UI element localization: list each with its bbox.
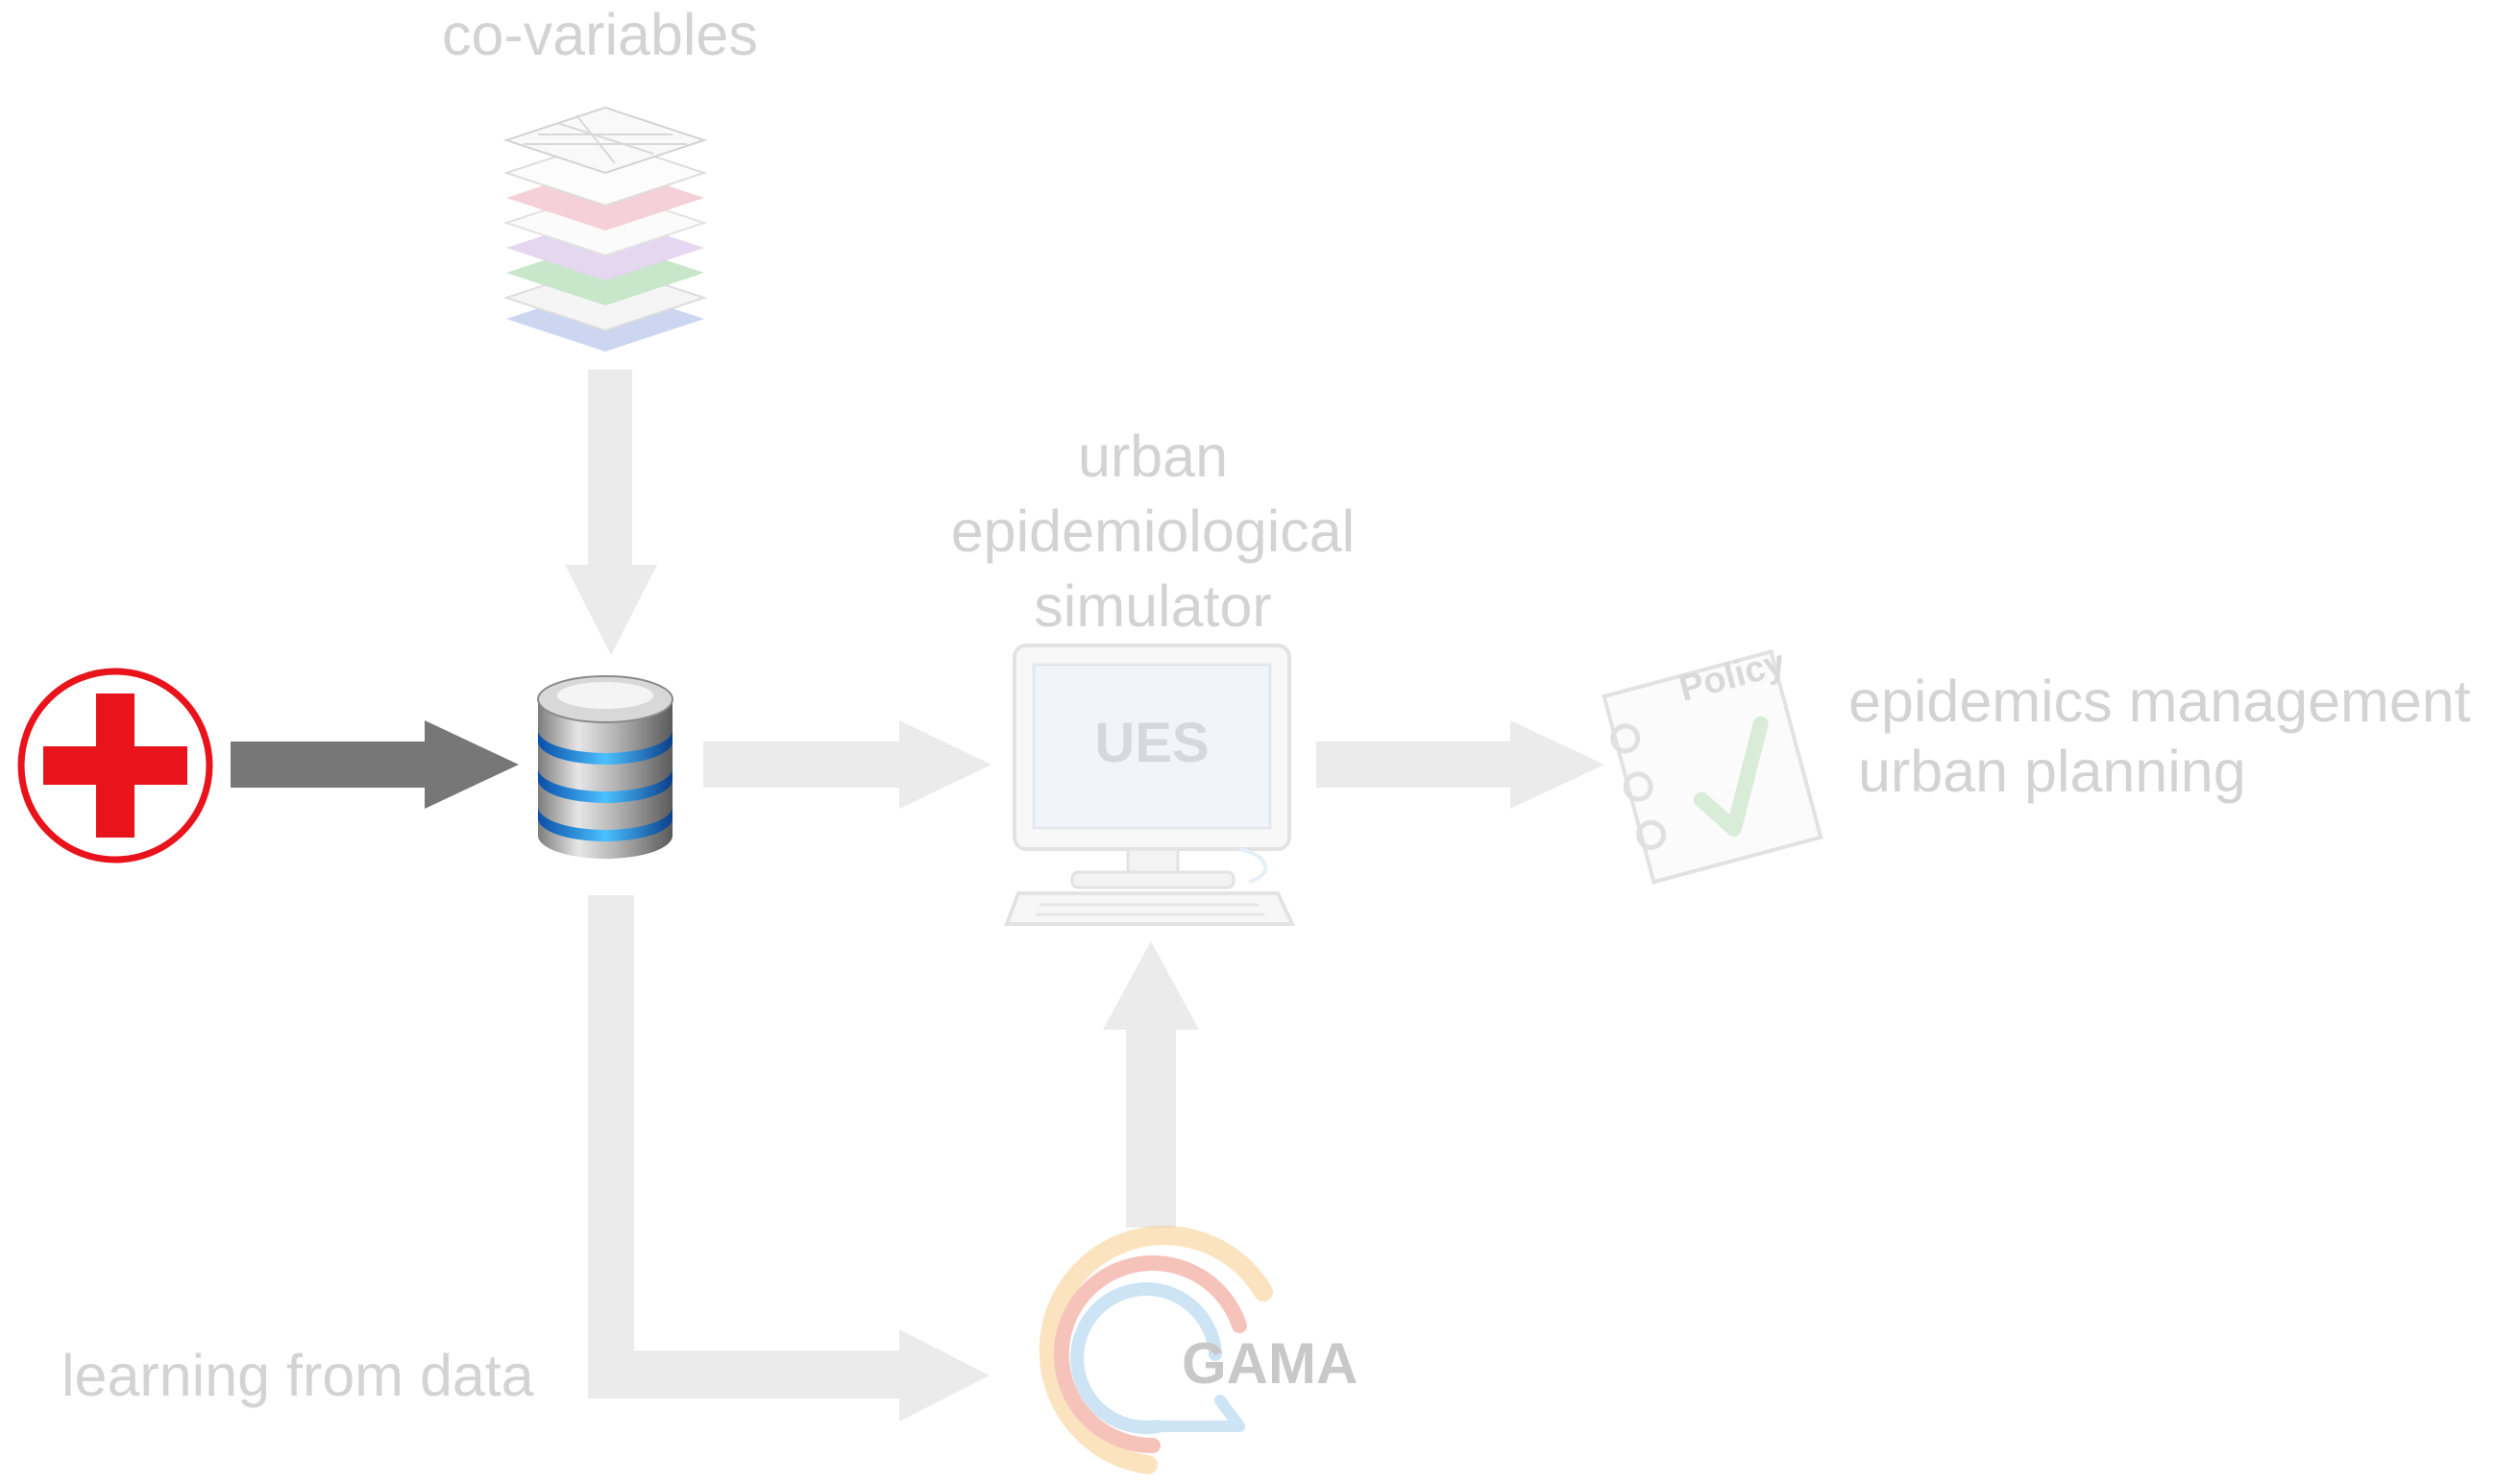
outcome-label-line-2: urban planning: [1858, 739, 2246, 804]
gama-logo-icon: [1039, 1226, 1273, 1474]
arrow-health-to-database: [231, 720, 519, 809]
red-cross-icon: [17, 668, 213, 864]
arrow-ues-to-policy: [1316, 720, 1604, 809]
arrow-covariables-to-database: [565, 370, 657, 655]
ues-title-line-2: epidemiological: [950, 499, 1356, 564]
database-icon: [537, 675, 673, 859]
computer-icon: [1004, 644, 1296, 926]
policy-notepad-icon: [1602, 649, 1823, 885]
gama-logo-text: GAMA: [1182, 1331, 1358, 1396]
covariables-label: co-variables: [442, 2, 758, 67]
arrow-gama-to-ues: [1103, 941, 1199, 1228]
arrow-database-to-gama: [588, 895, 990, 1422]
outcome-label-line-1: epidemics management: [1848, 669, 2471, 734]
arrow-database-to-ues: [703, 720, 991, 809]
map-layers-icon: [502, 106, 708, 352]
monitor-ues-text: UES: [1094, 712, 1210, 774]
ues-title-line-1: urban: [1077, 424, 1228, 489]
learning-label: learning from data: [61, 1343, 534, 1408]
ues-title-line-3: simulator: [1034, 573, 1272, 639]
